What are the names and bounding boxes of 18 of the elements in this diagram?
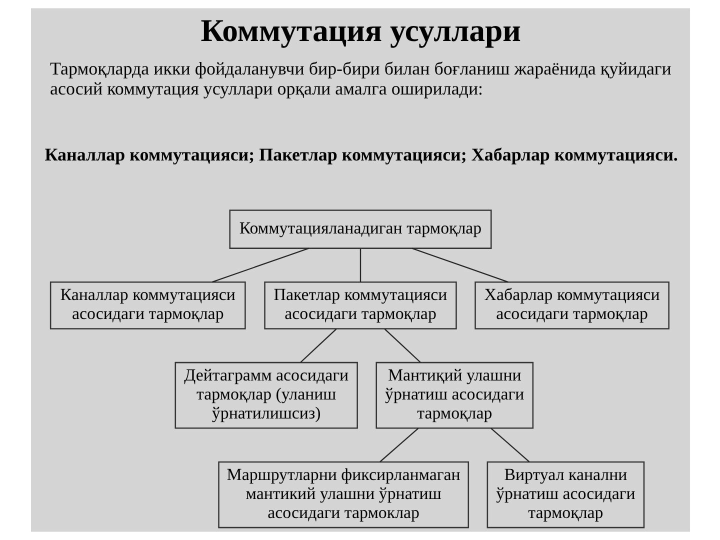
node-box: Каналлар коммутацияси асосидаги тармоқлар: [49, 282, 246, 330]
node-box: Мантиқий улашни ўрнатиш асосидаги тармоқлар: [375, 362, 534, 429]
label: Каналлар коммутацияси; Пакетлар коммутацияси; Хабарлар коммутацияси.: [44, 144, 678, 165]
node-box: Дейтаграмм асосидаги тармоқлар (уланиш ўрнатилишсиз): [174, 362, 358, 429]
connector: [379, 428, 418, 462]
label: Тармоқларда икки фойдаланувчи бир-бири билан боғланиш жараёнида қуйидаги асосий коммутация усуллари орқали амалга оширилади:: [50, 58, 671, 99]
node-box: Пакетлар коммутацияси асосидаги тармоқлар: [264, 282, 456, 330]
diagram-title: Коммутация усуллари: [200, 12, 520, 48]
connector: [384, 328, 420, 363]
node-box: Маршрутларни фиксирланмаган мантикий улашни ўрнатиш асосидаги тармоклар: [218, 461, 469, 528]
connector: [211, 248, 308, 283]
node-box: Коммутацияланадиган тармоқлар: [228, 210, 492, 249]
connector: [359, 248, 361, 282]
node-box: Хабарлар коммутацияси асосидаги тармоқлар: [474, 282, 669, 330]
connector: [411, 248, 508, 283]
node-box: Виртуал канални ўрнатиш асосидаги тармоқлар: [486, 461, 644, 528]
connector: [300, 328, 336, 363]
connector: [490, 428, 530, 462]
